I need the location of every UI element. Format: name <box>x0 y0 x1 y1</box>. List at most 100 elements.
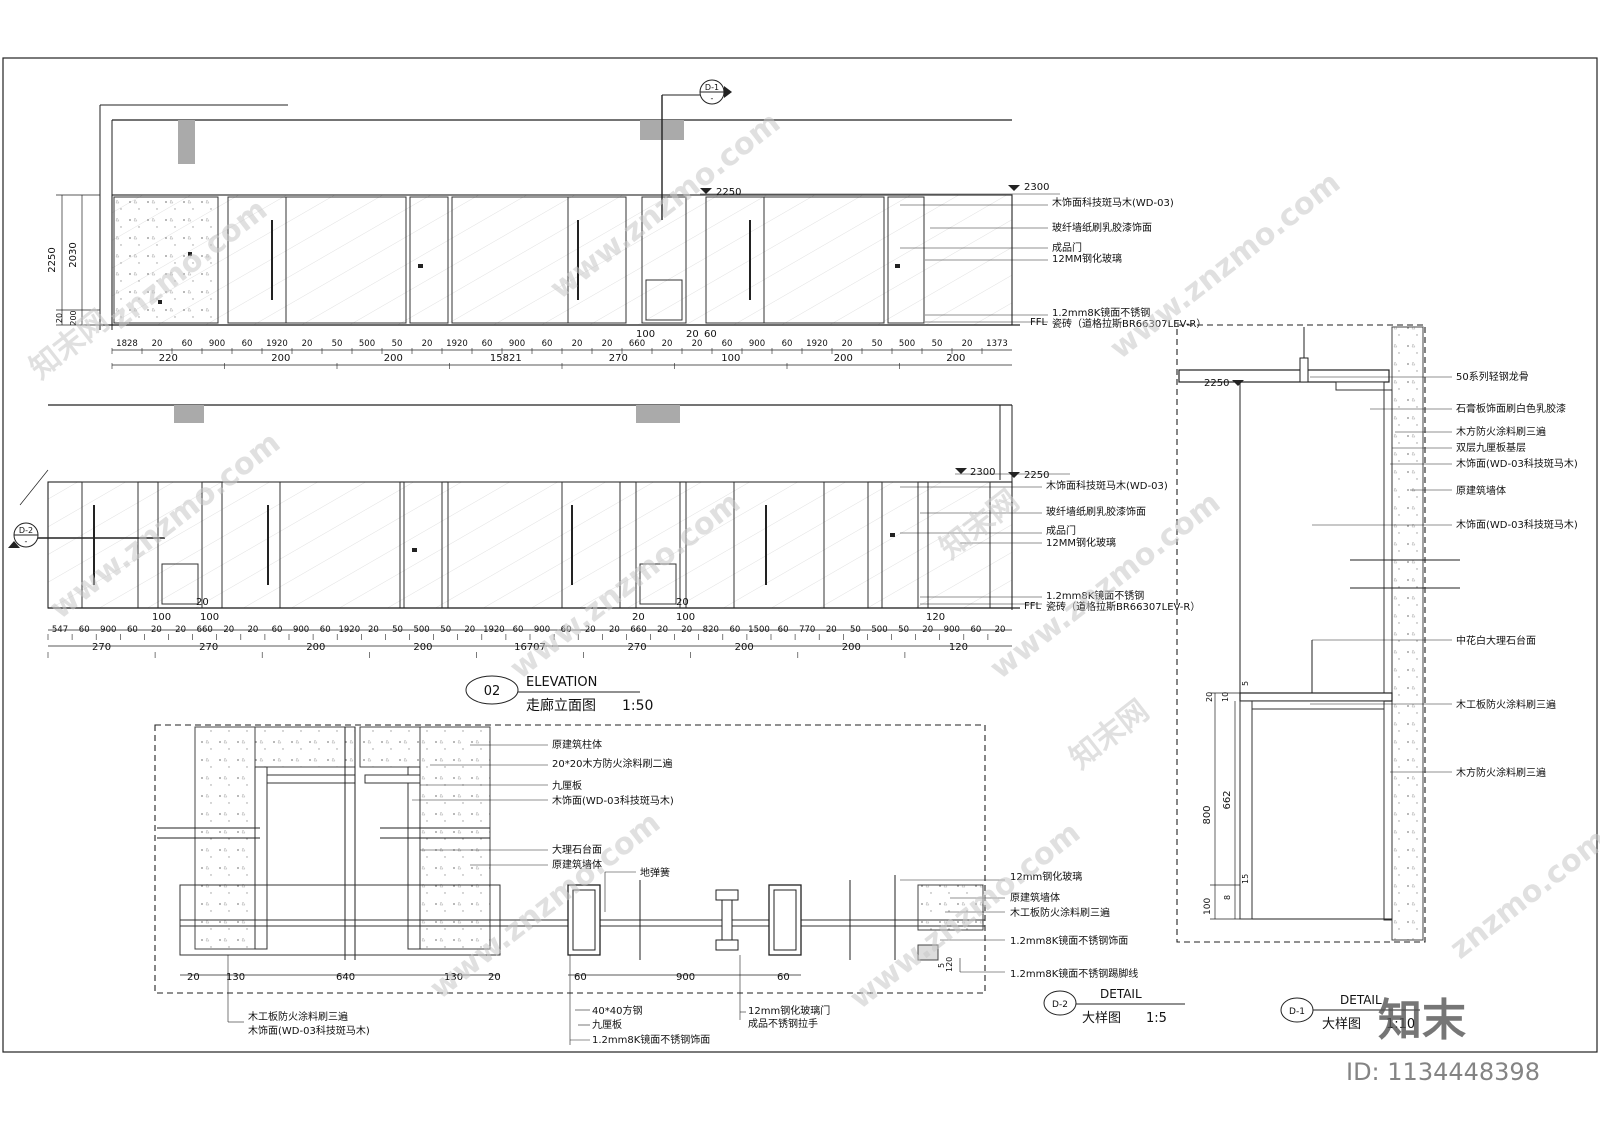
elevation-title-block: 02 ELEVATION 走廊立面图 1:50 <box>465 675 653 714</box>
elevation-title-cn: 走廊立面图 <box>526 697 596 714</box>
d1-label-batten-b: 木方防火涂料刷三遍 <box>1456 766 1546 779</box>
dimension-label: 50 <box>332 339 343 349</box>
d2-dim-130b: 130 <box>444 972 463 983</box>
label-bot-tile: 瓷砖（道格拉斯BR66307LEV-R） <box>1046 600 1200 613</box>
dimension-label: 20 <box>826 625 837 635</box>
d2-label-column: 原建筑柱体 <box>552 738 602 751</box>
section-tag-d2-sub: - <box>25 537 28 546</box>
d1-dim-662: 662 <box>1222 790 1233 809</box>
level-bottom-2300: 2300 <box>970 467 995 478</box>
dimension-label: 50 <box>440 625 451 635</box>
dimension-label: 20 <box>602 339 613 349</box>
dimension-label: 200 <box>271 353 290 364</box>
dimension-label: 50 <box>898 625 909 635</box>
dimension-label: 60 <box>320 625 331 635</box>
extra-dim-b100a: 100 <box>152 612 171 623</box>
dimension-label: 50 <box>850 625 861 635</box>
d2-title-cn: 大样图 <box>1082 1011 1121 1026</box>
dimension-label: 1920 <box>446 339 468 349</box>
d2-label-ply-b: 九厘板 <box>592 1018 622 1031</box>
d2-title-code: D-2 <box>1052 1000 1068 1010</box>
d2-dim-60a: 60 <box>574 972 587 983</box>
d2-label-veneer: 木饰面(WD-03科技斑马木) <box>552 794 674 807</box>
dimension-label: 1920 <box>483 625 505 635</box>
level-bottom-2250: 2250 <box>1024 470 1049 481</box>
extra-dim-b120: 120 <box>926 612 945 623</box>
level-top-2250: 2250 <box>716 187 741 198</box>
label-bot-glass: 12MM钢化玻璃 <box>1046 536 1116 549</box>
dimension-label: 900 <box>209 339 225 349</box>
dimension-label: 20 <box>962 339 973 349</box>
dimension-label: 500 <box>413 625 429 635</box>
d1-title-scale: 1:10 <box>1386 1017 1415 1032</box>
dimension-label: 200 <box>946 353 965 364</box>
d1-title-en: DETAIL <box>1340 993 1382 1007</box>
section-tag-d2-code: D-2 <box>19 526 33 535</box>
watermark-cn-3: 知末网 <box>1063 693 1155 776</box>
dimension-label: 20 <box>151 625 162 635</box>
detail-d2: 20 130 640 130 20 60 900 60 5 120 原建筑柱体 … <box>154 724 1185 1046</box>
extra-dim-b20a: 20 <box>196 597 209 608</box>
dimension-label: 20 <box>692 339 703 349</box>
d1-label-ply: 双层九厘板基层 <box>1456 441 1526 454</box>
dimension-label: 270 <box>199 642 218 653</box>
d2-label-board: 木工板防火涂料刷三遍 <box>1010 906 1110 919</box>
label-top-tile: 瓷砖（道格拉斯BR66307LEV-R） <box>1052 317 1206 330</box>
d2-title-scale: 1:5 <box>1146 1011 1167 1026</box>
d2-label-glass-door: 12mm钢化玻璃门 <box>748 1004 830 1017</box>
d2-label-veneer-b: 木饰面(WD-03科技斑马木) <box>248 1024 370 1037</box>
dimension-label: 500 <box>899 339 915 349</box>
d1-label-board: 木工板防火涂料刷三遍 <box>1456 698 1556 711</box>
dimension-label: 20 <box>585 625 596 635</box>
dimension-label: 20 <box>464 625 475 635</box>
dimension-label: 20 <box>572 339 583 349</box>
d2-dim-5: 5 <box>937 963 946 968</box>
dimension-label: 20 <box>368 625 379 635</box>
d2-dim-60b: 60 <box>777 972 790 983</box>
dimension-label: 220 <box>159 353 178 364</box>
label-top-wood: 木饰面科技斑马木(WD-03) <box>1052 196 1174 209</box>
dimension-label: 1920 <box>338 625 360 635</box>
label-bot-steel: 1.2mm8K镜面不锈钢 <box>1046 589 1144 602</box>
dimension-label: 900 <box>944 625 960 635</box>
dimension-label: 20 <box>175 625 186 635</box>
dimension-label: 50 <box>932 339 943 349</box>
d1-dim-15: 15 <box>1241 874 1250 884</box>
watermark-site-3: www.znzmo.com <box>1103 165 1347 366</box>
dimension-label: 60 <box>127 625 138 635</box>
dimension-label: 900 <box>100 625 116 635</box>
dimension-label: 15821 <box>490 353 522 364</box>
dimension-label: 20 <box>302 339 313 349</box>
d2-label-batten: 20*20木方防火涂料刷二遍 <box>552 757 672 770</box>
d2-label-wall-r: 原建筑墙体 <box>1010 891 1060 904</box>
dimension-label: 270 <box>609 353 628 364</box>
extra-dim-60: 60 <box>704 329 717 340</box>
d2-label-wall: 原建筑墙体 <box>552 858 602 871</box>
d2-label-board-b: 木工板防火涂料刷三遍 <box>248 1010 348 1023</box>
extra-dim-100: 100 <box>636 329 655 340</box>
dimension-label: 1920 <box>806 339 828 349</box>
detail-d1: 2250 20 10 800 662 100 8 5 15 <box>1176 324 1578 1032</box>
dimension-label: 900 <box>534 625 550 635</box>
dimension-label: 500 <box>871 625 887 635</box>
section-tag-d1-sub: - <box>711 94 714 103</box>
d1-label-keel: 50系列轻钢龙骨 <box>1456 370 1529 383</box>
vdim-20: 20 <box>55 313 64 323</box>
dimension-label: 660 <box>197 625 213 635</box>
label-top-wallpaper: 玻纤墙纸刷乳胶漆饰面 <box>1052 221 1152 234</box>
d2-label-floor-spring: 地弹簧 <box>640 866 670 879</box>
d1-label-marble: 中花白大理石台面 <box>1456 634 1536 647</box>
dimension-label: 1828 <box>116 339 138 349</box>
dimension-label: 60 <box>542 339 553 349</box>
d2-label-steel-b: 1.2mm8K镜面不锈钢饰面 <box>592 1033 710 1046</box>
dimension-label: 900 <box>293 625 309 635</box>
label-bot-wallpaper: 玻纤墙纸刷乳胶漆饰面 <box>1046 505 1146 518</box>
d1-dim-800: 800 <box>1202 805 1213 824</box>
dimension-label: 660 <box>629 339 645 349</box>
d1-dim-10: 10 <box>1221 692 1230 702</box>
